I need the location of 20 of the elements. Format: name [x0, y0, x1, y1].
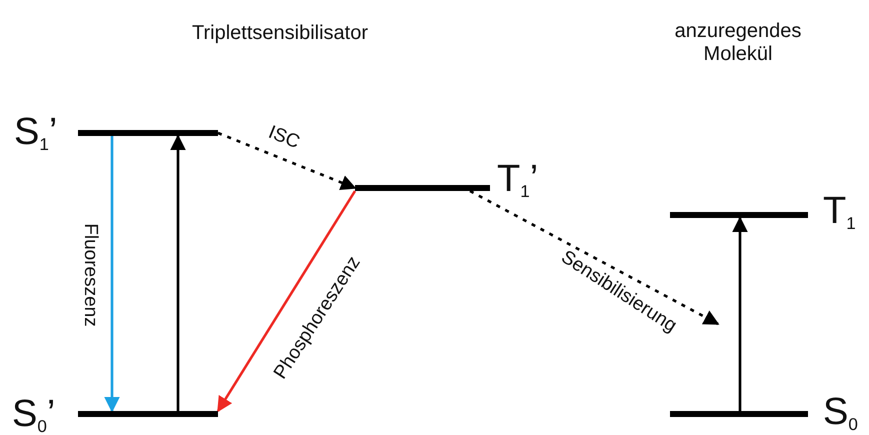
energy-level-bar	[78, 411, 218, 417]
energy-level-bar	[670, 212, 808, 218]
state-label: S$_{0}$’	[12, 395, 56, 435]
energy-level-bar	[670, 411, 808, 417]
edge-label: Fluoreszenz	[78, 223, 101, 327]
state-label: T$_{1}$	[823, 192, 856, 232]
arrow	[170, 134, 186, 411]
state-label: T$_{1}$’	[497, 160, 538, 200]
energy-level-bar	[355, 185, 490, 191]
energy-level-bar	[78, 130, 218, 136]
arrow	[732, 216, 748, 411]
edge-label: ISC	[265, 122, 303, 154]
state-label: S$_{1}$’	[14, 113, 58, 154]
arrow	[216, 190, 356, 412]
arrow	[104, 136, 120, 413]
heading: Triplettsensibilisator	[191, 22, 369, 45]
arrow	[218, 132, 356, 190]
state-label: S$_{0}$	[823, 393, 858, 434]
heading: anzuregendes Molekül	[674, 20, 802, 66]
arrow	[469, 190, 720, 326]
